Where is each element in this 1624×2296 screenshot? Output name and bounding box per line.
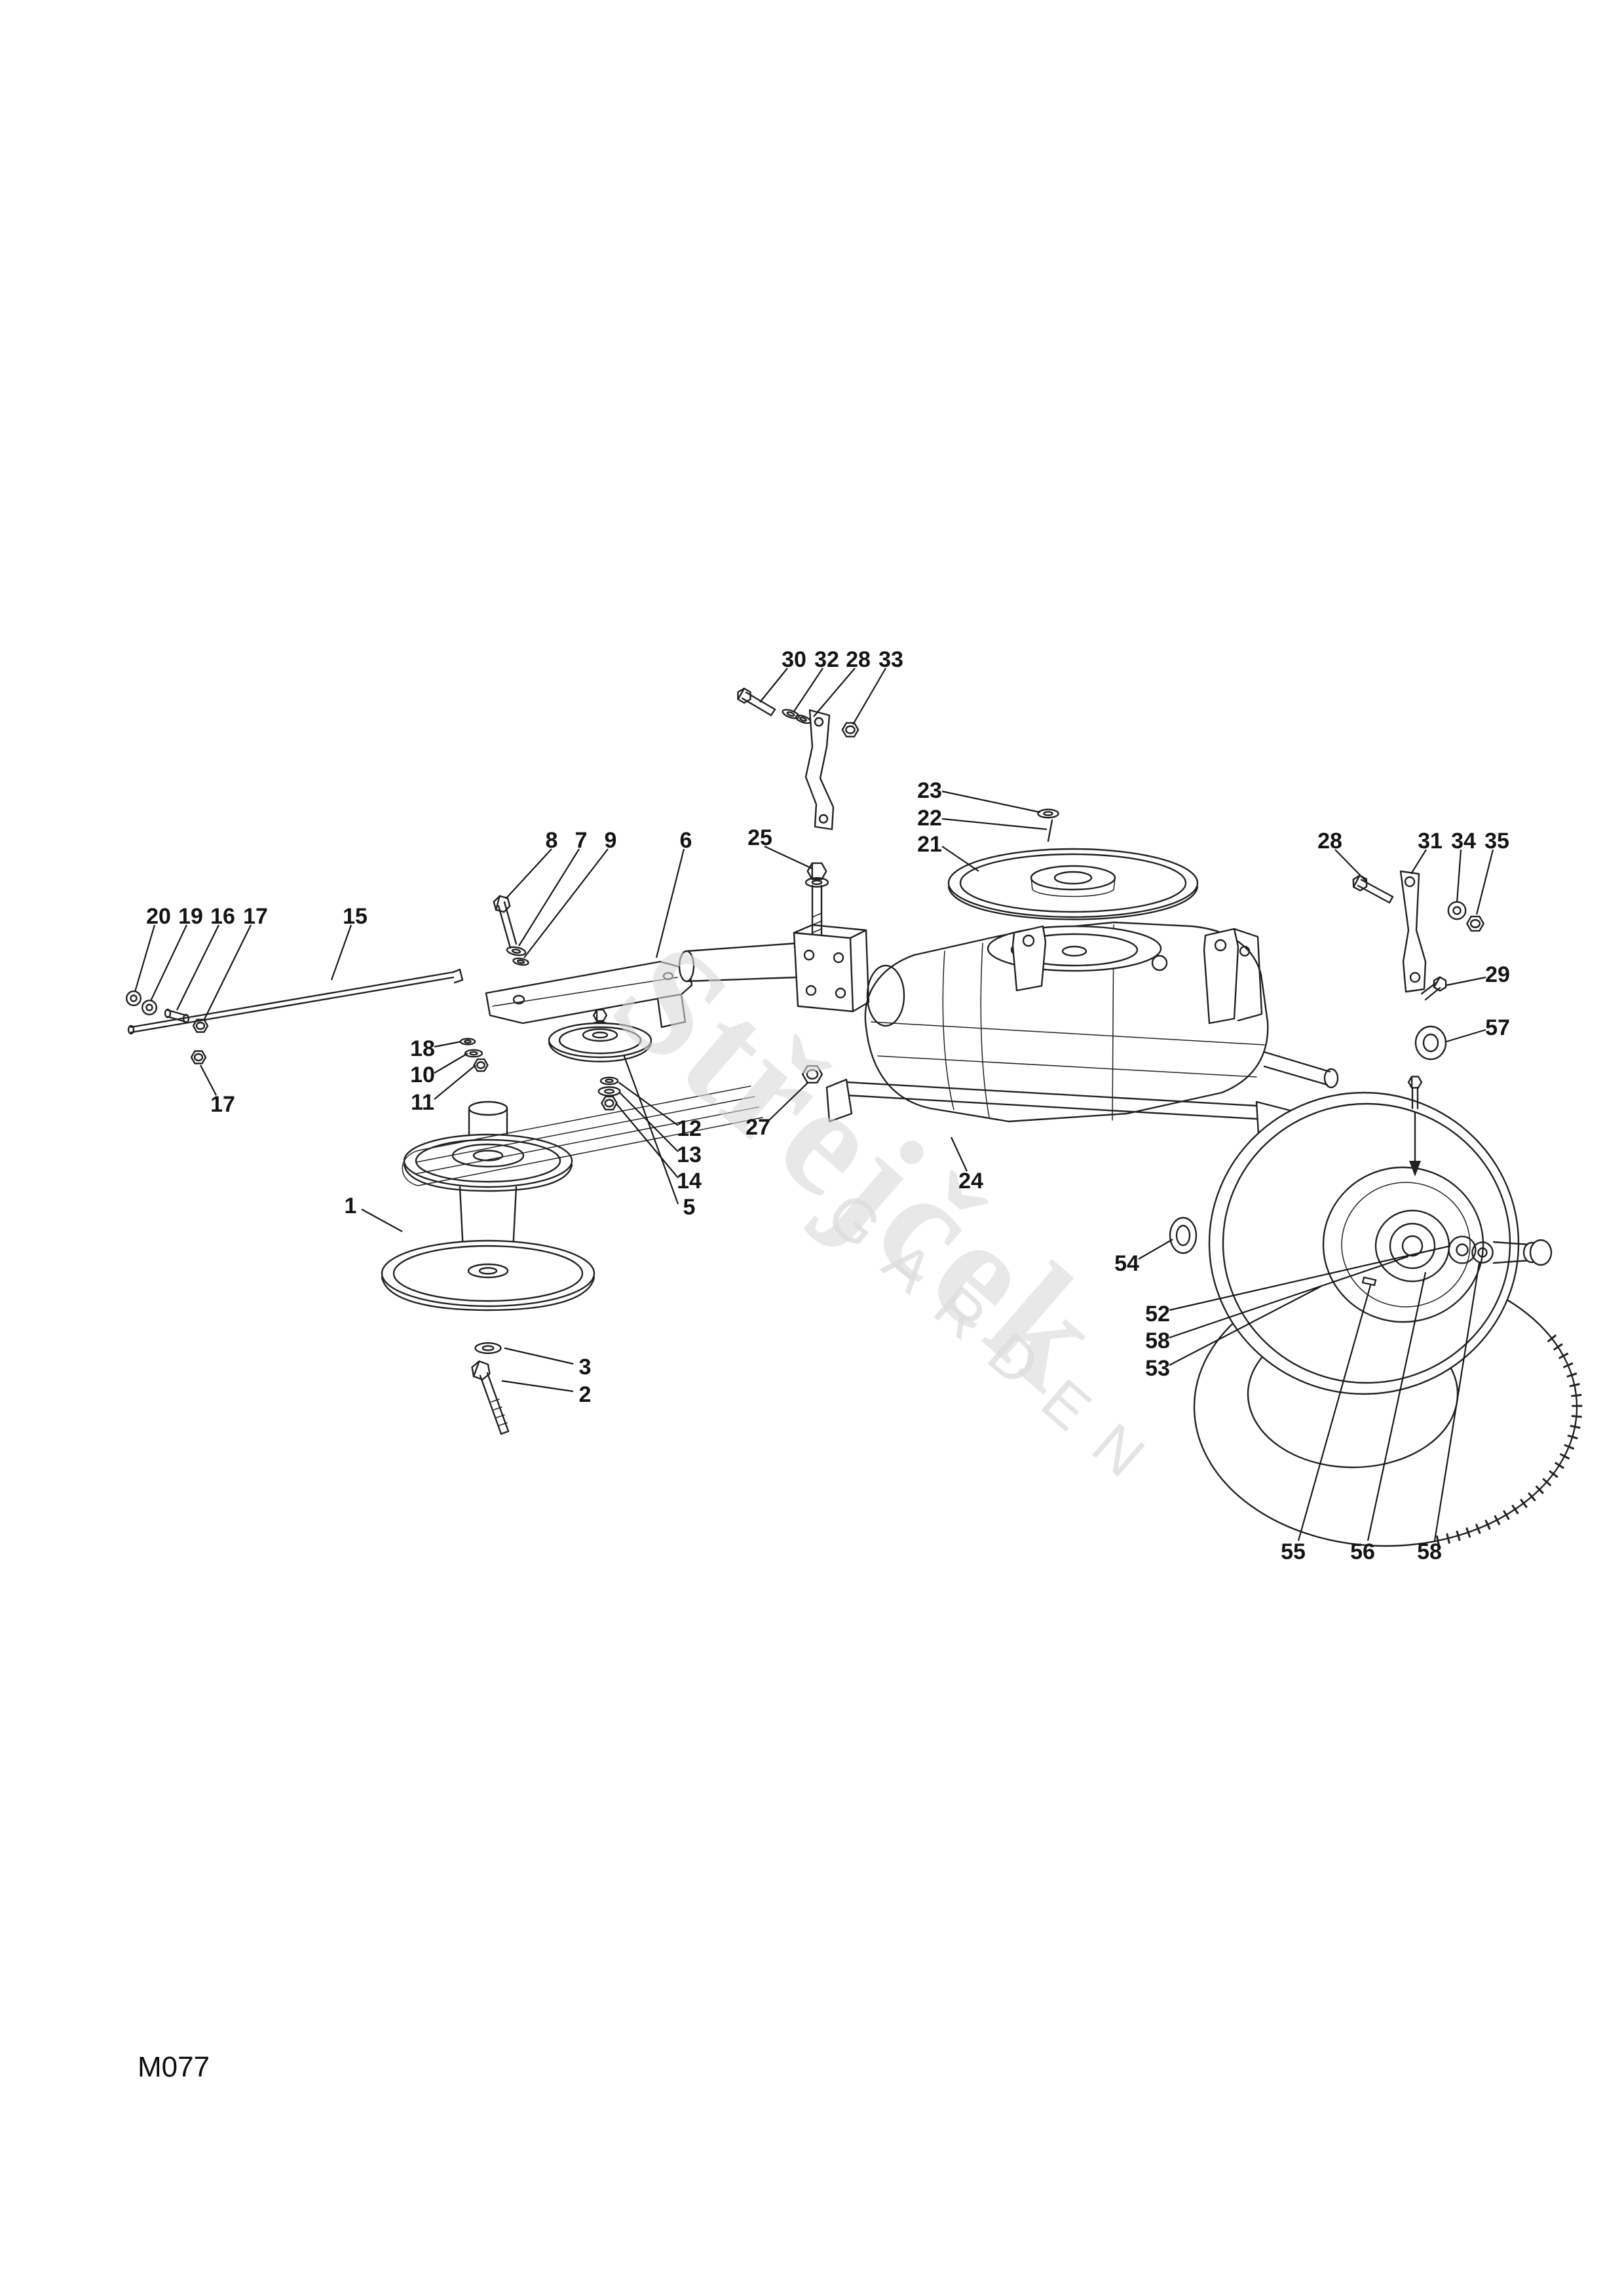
part-number-6: 6 [680, 828, 692, 853]
stack-pulley-assembly [382, 1102, 594, 1434]
callout-leader-14 [616, 1103, 678, 1178]
callout-leader-54 [1139, 1239, 1173, 1259]
part-number-34: 34 [1451, 829, 1476, 854]
part-number-13: 13 [677, 1142, 702, 1167]
callout-leader-30 [760, 668, 787, 702]
callout-leader-25 [765, 846, 812, 869]
callout-leader-34 [1457, 850, 1461, 903]
callout-leader-32 [794, 668, 823, 711]
part-number-19: 19 [178, 904, 203, 929]
part-number-28: 28 [846, 647, 871, 672]
idler-bracket-assembly [459, 894, 692, 1111]
part-number-12: 12 [677, 1116, 702, 1141]
callout-leader-10 [434, 1053, 468, 1073]
part-number-57: 57 [1485, 1015, 1510, 1040]
part-number-8: 8 [546, 828, 558, 853]
part-number-7: 7 [575, 828, 588, 853]
callout-leader-56 [1368, 1272, 1426, 1541]
right-support-bracket [1349, 871, 1485, 1059]
callout-leader-2 [502, 1381, 573, 1391]
part-number-30: 30 [782, 647, 806, 672]
drawing-code: M077 [138, 2051, 210, 2083]
callout-leader-57 [1446, 1030, 1486, 1042]
part-number-53: 53 [1145, 1356, 1170, 1381]
drive-belt [402, 1086, 763, 1186]
part-number-27: 27 [746, 1115, 770, 1140]
callout-leader-31 [1411, 850, 1426, 874]
part-number-58: 58 [1145, 1328, 1170, 1353]
tension-rod-assembly [126, 969, 463, 1064]
callout-leader-27 [768, 1082, 808, 1121]
part-number-33: 33 [878, 647, 903, 672]
part-number-16: 16 [210, 904, 235, 929]
part-number-54: 54 [1114, 1251, 1139, 1276]
callout-leader-22 [942, 819, 1047, 829]
callout-leader-23 [942, 791, 1040, 812]
callout-leader-5 [624, 1055, 678, 1204]
part-number-24: 24 [958, 1169, 983, 1194]
part-number-55: 55 [1281, 1539, 1306, 1564]
part-number-52: 52 [1145, 1302, 1170, 1327]
part-number-3: 3 [579, 1355, 592, 1380]
callout-leader-8 [506, 849, 552, 899]
callout-leader-9 [524, 849, 608, 958]
part-number-22: 22 [917, 806, 942, 831]
rear-wheel-assembly [1170, 1076, 1577, 1546]
part-number-1: 1 [345, 1194, 357, 1218]
callout-leader-53 [1169, 1287, 1321, 1365]
transmission-pulley-group [804, 808, 1198, 955]
part-number-10: 10 [410, 1063, 435, 1087]
part-number-17: 17 [210, 1092, 235, 1117]
part-number-56: 56 [1350, 1539, 1375, 1564]
callout-leader-28 [814, 668, 855, 717]
part-number-18: 18 [410, 1036, 435, 1061]
callout-leader-15 [331, 925, 351, 980]
callout-leader-29 [1446, 977, 1486, 985]
callout-leader-3 [504, 1348, 573, 1364]
part-number-5: 5 [683, 1195, 696, 1220]
callout-leader-52 [1169, 1246, 1450, 1310]
part-number-23: 23 [917, 778, 942, 803]
callout-leader-16 [177, 925, 219, 1010]
callout-leader-33 [853, 668, 886, 725]
callout-leader-24 [951, 1137, 967, 1171]
part-number-15: 15 [343, 904, 368, 929]
callout-leader-11 [434, 1065, 476, 1099]
callout-leader-17 [204, 925, 251, 1019]
part-number-29: 29 [1485, 962, 1510, 987]
part-number-32: 32 [814, 647, 839, 672]
part-number-21: 21 [917, 832, 942, 857]
callout-leader-18 [434, 1042, 461, 1047]
callout-leader-20 [135, 925, 155, 992]
part-number-28: 28 [1317, 829, 1342, 854]
callout-leader-55 [1298, 1285, 1370, 1541]
callout-leader-35 [1477, 850, 1493, 914]
part-number-14: 14 [677, 1169, 702, 1194]
part-number-2: 2 [579, 1382, 592, 1407]
callout-leader-17 [200, 1065, 216, 1095]
callout-leader-6 [656, 849, 684, 958]
part-number-17: 17 [243, 904, 268, 929]
part-number-20: 20 [146, 904, 171, 929]
input-shaft-assembly [679, 925, 869, 1084]
part-number-58: 58 [1417, 1539, 1442, 1564]
part-number-11: 11 [411, 1090, 434, 1115]
part-number-25: 25 [747, 825, 772, 850]
callout-leader-58 [1169, 1256, 1408, 1338]
callout-leader-21 [942, 846, 979, 871]
part-number-31: 31 [1418, 829, 1443, 854]
callout-leader-28 [1335, 850, 1367, 882]
callout-leader-19 [151, 925, 187, 1001]
callout-leader-1 [362, 1209, 402, 1232]
callout-leader-12 [618, 1082, 678, 1125]
part-number-35: 35 [1484, 829, 1509, 854]
callout-leader-58 [1435, 1263, 1479, 1541]
part-number-9: 9 [605, 828, 617, 853]
callout-leader-7 [519, 849, 579, 946]
